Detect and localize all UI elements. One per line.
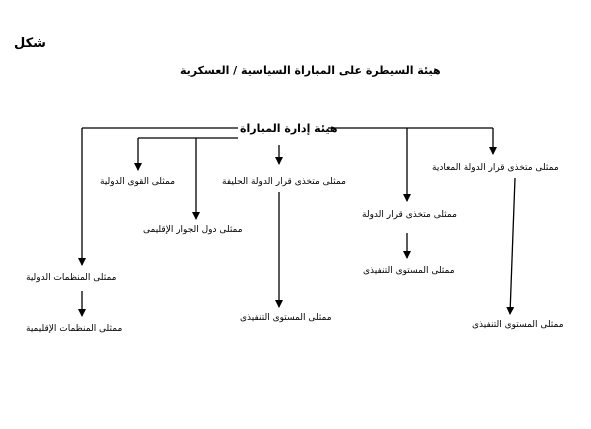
diagram-title: هيئة السيطرة على المباراة السياسية / الع… bbox=[180, 64, 441, 77]
node-enemy-exec: ممثلى المستوى التنفيذى bbox=[472, 320, 564, 330]
node-state-decision: ممثلى متخذى قرار الدولة bbox=[362, 210, 457, 220]
node-regional-orgs: ممثلى المنظمات الإقليمية bbox=[26, 324, 123, 334]
node-regional-neighbors: ممثلى دول الجوار الإقليمى bbox=[143, 225, 243, 235]
node-root: هيئة إدارة المباراة bbox=[240, 122, 338, 135]
node-intl-orgs: ممثلى المنظمات الدولية bbox=[26, 273, 117, 283]
node-ally-exec: ممثلى المستوى التنفيذى bbox=[240, 313, 332, 323]
figure-caption: شكل bbox=[14, 36, 46, 51]
node-state-exec: ممثلى المستوى التنفيذى bbox=[363, 266, 455, 276]
node-enemy-decision: ممثلى متخذى قرار الدولة المعادية bbox=[432, 163, 559, 173]
node-ally-decision: ممثلى متخذى قرار الدولة الحليفة bbox=[222, 177, 346, 187]
arrow-to-enemy-exec bbox=[506, 177, 516, 315]
node-intl-forces: ممثلى القوى الدولية bbox=[100, 177, 176, 187]
